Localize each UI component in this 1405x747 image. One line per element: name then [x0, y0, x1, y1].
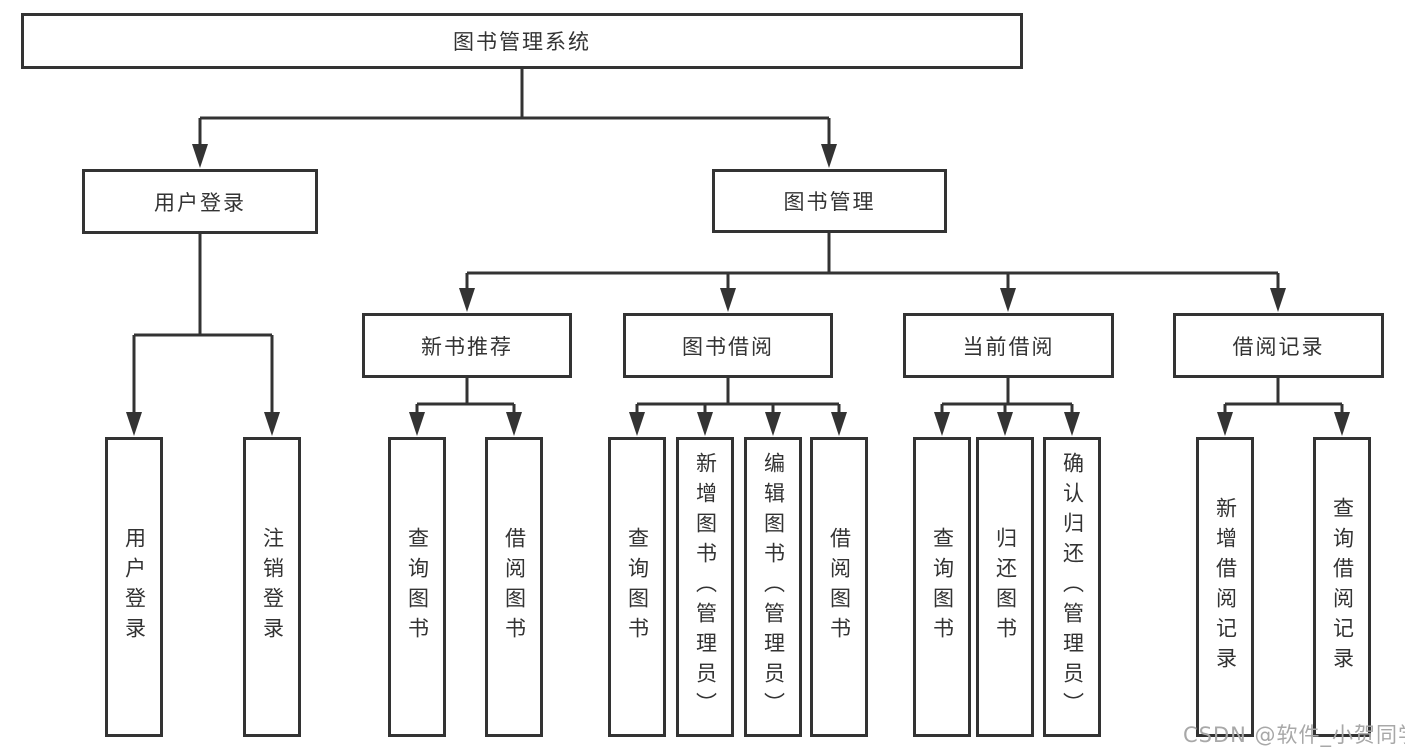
leaf-label: 注销登录	[260, 527, 285, 647]
leaf-label: 借阅图书	[827, 527, 852, 647]
arrowhead-icon	[720, 288, 736, 312]
arrowhead-icon	[506, 412, 522, 436]
node-new-book-recommend: 新书推荐	[362, 313, 572, 378]
leaf-label: 编辑图书（管理员）	[761, 452, 786, 722]
arrowhead-icon	[934, 412, 950, 436]
node-leaf-query-borrow-record: 查询借阅记录	[1313, 437, 1371, 737]
arrowhead-icon	[1270, 288, 1286, 312]
arrowhead-icon	[997, 412, 1013, 436]
node-user-login: 用户登录	[82, 169, 318, 234]
leaf-label: 确认归还（管理员）	[1060, 452, 1085, 722]
leaf-label: 用户登录	[122, 527, 147, 647]
arrowhead-icon	[1217, 412, 1233, 436]
arrowhead-icon	[629, 412, 645, 436]
arrowhead-icon	[126, 412, 142, 436]
node-borrow-records: 借阅记录	[1173, 313, 1384, 378]
node-leaf-query-book-borrow: 查询图书	[608, 437, 666, 737]
node-leaf-edit-book-admin: 编辑图书（管理员）	[744, 437, 802, 737]
arrowhead-icon	[1000, 288, 1016, 312]
leaf-label: 查询借阅记录	[1330, 497, 1355, 677]
node-current-borrow: 当前借阅	[903, 313, 1114, 378]
node-leaf-borrow-book: 借阅图书	[810, 437, 868, 737]
leaf-label: 归还图书	[993, 527, 1018, 647]
arrowhead-icon	[409, 412, 425, 436]
node-root: 图书管理系统	[21, 13, 1023, 69]
node-leaf-user-login: 用户登录	[105, 437, 163, 737]
csdn-watermark: CSDN @软件_小贺同学	[1183, 723, 1405, 747]
leaf-label: 新增借阅记录	[1213, 497, 1238, 677]
arrowhead-icon	[1334, 412, 1350, 436]
leaf-label: 查询图书	[625, 527, 650, 647]
node-leaf-add-book-admin: 新增图书（管理员）	[676, 437, 734, 737]
leaf-label: 查询图书	[930, 527, 955, 647]
node-leaf-borrow-book-recommend: 借阅图书	[485, 437, 543, 737]
node-leaf-query-book-current: 查询图书	[913, 437, 971, 737]
node-leaf-return-book: 归还图书	[976, 437, 1034, 737]
arrowhead-icon	[1064, 412, 1080, 436]
leaf-label: 借阅图书	[502, 527, 527, 647]
arrowhead-icon	[264, 412, 280, 436]
arrowhead-icon	[192, 144, 208, 168]
node-book-management: 图书管理	[712, 169, 947, 233]
leaf-label: 新增图书（管理员）	[693, 452, 718, 722]
leaf-label: 查询图书	[405, 527, 430, 647]
arrowhead-icon	[459, 288, 475, 312]
arrowhead-icon	[831, 412, 847, 436]
arrowhead-icon	[821, 144, 837, 168]
node-book-borrow: 图书借阅	[623, 313, 833, 378]
node-leaf-query-book-recommend: 查询图书	[388, 437, 446, 737]
node-leaf-logout: 注销登录	[243, 437, 301, 737]
arrowhead-icon	[697, 412, 713, 436]
node-leaf-add-borrow-record: 新增借阅记录	[1196, 437, 1254, 737]
node-leaf-confirm-return-admin: 确认归还（管理员）	[1043, 437, 1101, 737]
arrowhead-icon	[765, 412, 781, 436]
